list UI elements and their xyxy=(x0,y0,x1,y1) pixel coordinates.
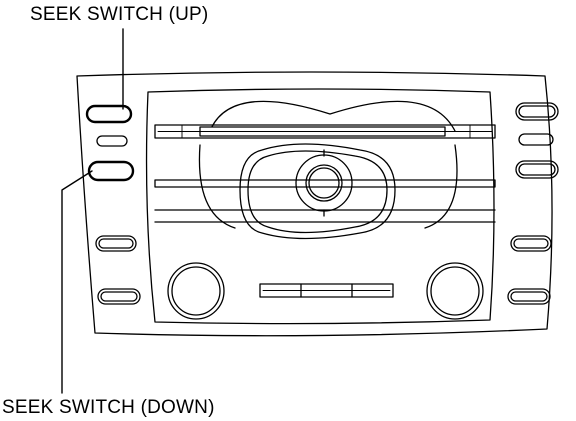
right-button-3[interactable] xyxy=(515,160,559,179)
center-control-frame xyxy=(239,143,396,240)
center-knob[interactable] xyxy=(295,149,353,217)
lower-button-strip[interactable] xyxy=(259,283,394,298)
cd-slot[interactable] xyxy=(154,124,496,139)
center-arc xyxy=(209,100,456,132)
left-button-4[interactable] xyxy=(97,288,141,305)
center-arc-lower xyxy=(198,144,458,229)
left-button-2[interactable] xyxy=(96,135,128,147)
center-control-frame-inner xyxy=(247,150,388,234)
right-knob[interactable] xyxy=(426,262,484,320)
right-button-4[interactable] xyxy=(510,235,552,252)
right-button-1[interactable] xyxy=(515,102,559,121)
right-button-2[interactable] xyxy=(518,133,554,146)
left-button-3[interactable] xyxy=(95,235,137,252)
seek-down-leader-line xyxy=(61,170,93,394)
left-knob[interactable] xyxy=(167,262,225,320)
seek-switch-up-label: SEEK SWITCH (UP) xyxy=(30,4,209,25)
center-panel xyxy=(145,88,495,325)
seek-down-button[interactable] xyxy=(87,160,135,182)
right-button-5[interactable] xyxy=(507,288,551,305)
bezel-outer xyxy=(76,71,553,337)
seek-up-button[interactable] xyxy=(85,104,133,124)
seek-switch-down-label: SEEK SWITCH (DOWN) xyxy=(2,397,215,418)
display-band xyxy=(154,179,496,223)
